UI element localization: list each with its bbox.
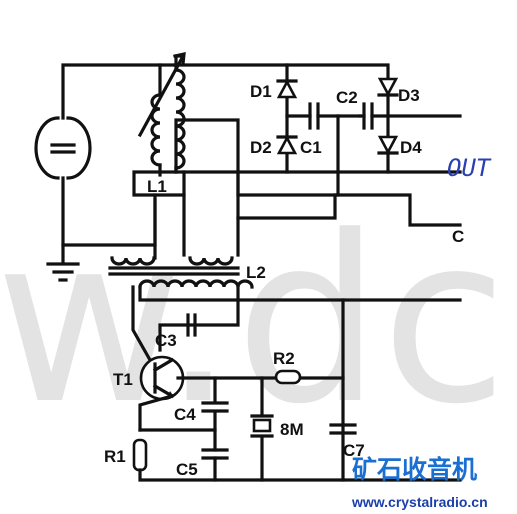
- wire-l2-secondary: [138, 285, 462, 302]
- label-r2: R2: [273, 349, 295, 368]
- capacitor-c7: [329, 423, 357, 435]
- diode-d1: [276, 79, 298, 99]
- diode-d3: [377, 77, 399, 97]
- tuning-capacitor: [34, 116, 92, 180]
- wire-antenna-top: [61, 63, 177, 120]
- watermark-text: w.dc: [0, 188, 508, 455]
- wire-step-right: [236, 193, 462, 227]
- wire-l1-to-detector: [174, 118, 337, 197]
- label-c3: C3: [155, 331, 177, 350]
- capacitor-c3: [158, 313, 197, 352]
- capacitor-c2: [358, 102, 390, 130]
- label-c1: C1: [300, 138, 322, 157]
- label-d3: D3: [398, 86, 420, 105]
- diode-d4: [377, 135, 399, 155]
- resistor-r2: [274, 369, 302, 385]
- wire-t1-emitter: [138, 394, 174, 432]
- label-c5: C5: [176, 460, 198, 479]
- ground-symbol: [46, 262, 80, 282]
- label-r1: R1: [104, 447, 126, 466]
- label-d1: D1: [250, 82, 272, 101]
- label-c7: C7: [343, 441, 365, 460]
- logo-chinese-text: 矿石收音机: [352, 455, 477, 484]
- label-crystal: 8M: [280, 420, 304, 439]
- label-l1: L1: [147, 177, 167, 196]
- logo-url-text: www.crystalradio.cn: [351, 494, 488, 510]
- wire-ground-bottom: [138, 468, 462, 482]
- coil-l2: [108, 256, 254, 289]
- capacitor-c1: [285, 102, 362, 130]
- resistor-r1: [132, 438, 148, 472]
- handwritten-out-label: OUT: [447, 154, 492, 182]
- label-l2: L2: [246, 263, 266, 282]
- label-c4: C4: [174, 405, 196, 424]
- label-d2: D2: [250, 138, 272, 157]
- label-t1: T1: [113, 370, 133, 389]
- wire-l2-base: [131, 285, 153, 363]
- label-partial-right: C: [452, 227, 464, 246]
- label-c2: C2: [336, 88, 358, 107]
- diode-d2: [276, 135, 298, 155]
- label-d4: D4: [400, 138, 422, 157]
